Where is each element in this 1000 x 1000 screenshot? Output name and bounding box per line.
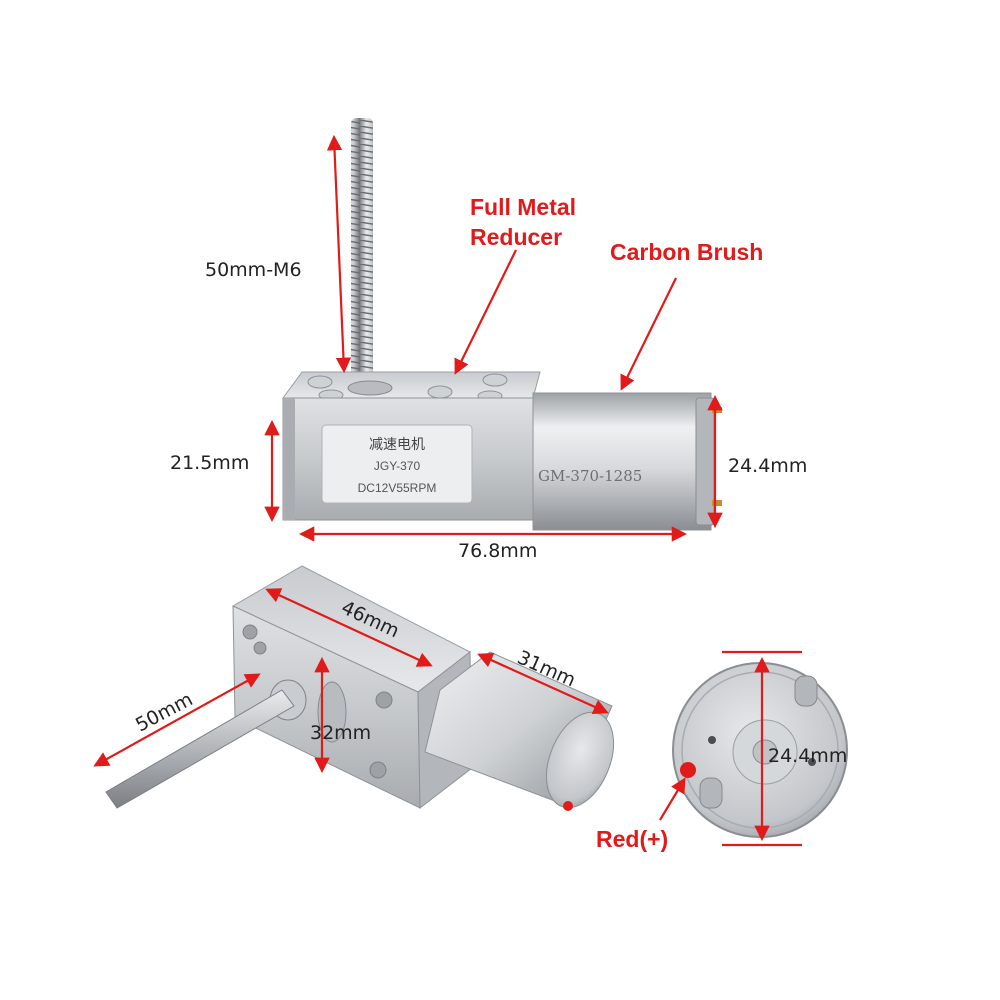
vent-hole [808, 758, 816, 766]
gearbox-width-label: 32mm [310, 722, 371, 744]
bolt-head [307, 375, 333, 389]
top-dimension-arrows [264, 134, 723, 542]
top-gearbox-side-face [283, 398, 295, 520]
label-plate-chinese: 减速电机 [369, 437, 425, 453]
label-plate-rating: DC12V55RPM [358, 481, 437, 495]
motor-terminal [712, 500, 722, 506]
motor-terminal [712, 407, 722, 413]
gearbox-length-arrow [265, 588, 433, 667]
shaft-collar [347, 380, 393, 396]
motor-diameter-label-top: 24.4mm [728, 455, 807, 477]
full-metal-callout-line1: Full Metal [470, 194, 576, 220]
screw-hole [369, 761, 387, 779]
reducer-callout-arrow [454, 249, 517, 375]
gearbox-label-plate [321, 424, 473, 504]
red-plus-callout-arrow [659, 777, 686, 821]
motor-engraving: GM-370-1285 [538, 467, 642, 485]
shaft-length-label: 50mm [132, 688, 196, 736]
bolt-head [427, 385, 453, 399]
label-plate-model: JGY-370 [374, 459, 421, 473]
carbon-brush-callout: Carbon Brush [610, 239, 763, 265]
top-motor-can [532, 392, 712, 531]
bolt-head [482, 373, 508, 387]
vent-hole [708, 736, 716, 744]
screw-hole [253, 641, 267, 655]
total-length-label: 76.8mm [458, 540, 537, 562]
angled-dimension-arrows [93, 588, 609, 774]
red-terminal-marker [563, 801, 573, 811]
brush-terminal-upper [794, 675, 818, 707]
top-threaded-shaft [351, 118, 373, 383]
screw-hole [375, 691, 393, 709]
shaft-thread-label: 50mm-M6 [205, 259, 302, 281]
red-polarity-dot [680, 762, 696, 778]
full-metal-callout-line2: Reducer [470, 224, 562, 250]
shaft-length-arrow [326, 134, 352, 374]
red-plus-callout: Red(+) [596, 826, 668, 852]
top-motor-end-cap [695, 397, 715, 526]
motor-length-arrow [477, 653, 609, 714]
brush-terminal-lower [699, 777, 723, 809]
top-view-motor: 减速电机 JGY-370 DC12V55RPM GM-370-1285 [282, 118, 722, 531]
end-dimension-arrows [659, 650, 802, 847]
gearbox-height-label: 21.5mm [170, 452, 249, 474]
brush-callout-arrow [620, 277, 677, 391]
shaft-length-arrow-angled [93, 673, 261, 767]
end-diameter-label: 24.4mm [768, 745, 847, 767]
screw-hole [242, 624, 258, 640]
